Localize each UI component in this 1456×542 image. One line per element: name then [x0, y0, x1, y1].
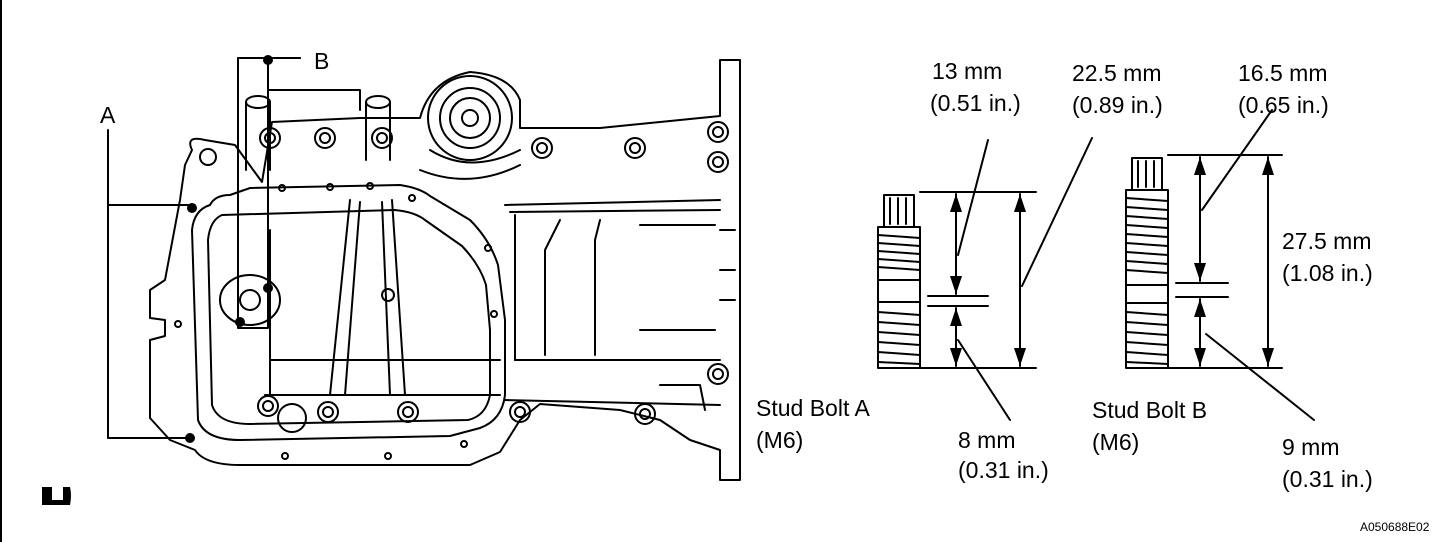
- stud-a-top-length-mm: 13 mm: [932, 58, 1003, 84]
- stud-b-total-length-in: (1.08 in.): [1282, 260, 1373, 286]
- stud-bolt-b-size: (M6): [1092, 429, 1140, 455]
- stud-bolt-b-arrows: [1194, 157, 1274, 366]
- gasket-line: [191, 184, 506, 441]
- stud-bolt-a-arrows: [950, 194, 1026, 366]
- stud-b-top-length-in: (0.65 in.): [1238, 92, 1329, 118]
- callout-leaders: [107, 57, 301, 439]
- stud-bolt-b-drawing: [1125, 154, 1283, 369]
- callout-a-label: A: [100, 102, 116, 128]
- sealant-icon: [42, 487, 71, 505]
- stud-bolt-a-name: Stud Bolt A: [756, 395, 870, 421]
- stud-bolt-b-name: Stud Bolt B: [1092, 397, 1208, 423]
- stud-b-total-length-mm: 27.5 mm: [1282, 228, 1372, 254]
- figure-code: A050688E02: [1360, 520, 1430, 534]
- oil-pan-drawing: [149, 57, 741, 481]
- stud-bolt-a-label-leaders: [957, 137, 1093, 421]
- stud-a-top-length-in: (0.51 in.): [930, 90, 1021, 116]
- callout-b-label: B: [314, 48, 330, 74]
- stud-b-bottom-length-mm: 9 mm: [1282, 434, 1340, 460]
- stud-a-bottom-length-mm: 8 mm: [958, 427, 1016, 453]
- page-left-border: [0, 0, 2, 542]
- stud-bolt-b-label-leaders: [1201, 109, 1315, 421]
- stud-bolt-a-size: (M6): [756, 427, 804, 453]
- stud-b-bottom-length-in: (0.31 in.): [1282, 466, 1373, 492]
- stud-a-bottom-length-in: (0.31 in.): [958, 457, 1049, 483]
- stud-location-markers: [185, 55, 273, 443]
- stud-b-top-length-mm: 16.5 mm: [1238, 60, 1328, 86]
- oil-pan-outline: [149, 59, 741, 481]
- stud-a-total-length-mm: 22.5 mm: [1072, 60, 1162, 86]
- stud-a-total-length-in: (0.89 in.): [1072, 92, 1163, 118]
